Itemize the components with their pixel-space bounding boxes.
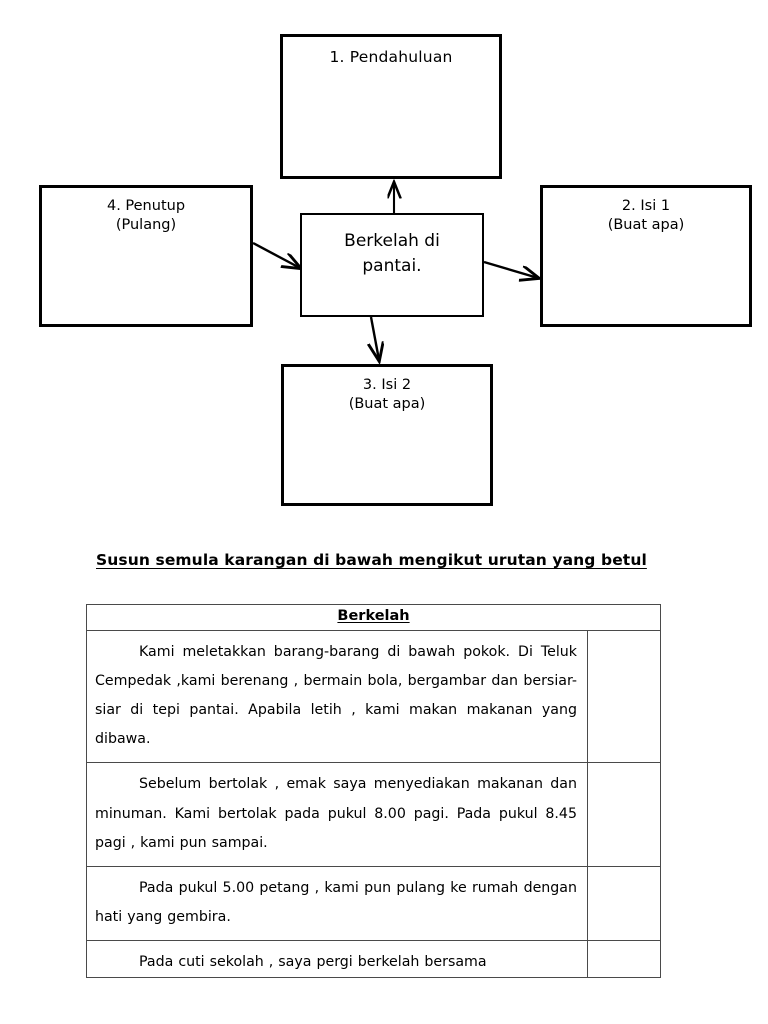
paragraph-text-1: Kami meletakkan barang-barang di bawah p…	[95, 644, 577, 748]
essay-ordering-table: Berkelah Kami meletakkan barang-barang d…	[85, 604, 662, 979]
diagram-node-pendahuluan-label: 1. Pendahuluan	[329, 48, 453, 66]
diagram-node-isi2: 3. Isi 2 (Buat apa)	[281, 364, 493, 506]
diagram-node-pendahuluan: 1. Pendahuluan	[280, 34, 502, 179]
paragraph-text-3: Pada pukul 5.00 petang , kami pun pulang…	[95, 879, 577, 925]
task-instruction-heading: Susun semula karangan di bawah mengikut …	[96, 551, 647, 569]
diagram-node-center-topic: Berkelah di pantai.	[300, 213, 484, 317]
arrow-center-to-isi1	[483, 260, 538, 278]
paragraph-cell-1: Kami meletakkan barang-barang di bawah p…	[86, 629, 588, 764]
diagram-node-isi1-label: 2. Isi 1 (Buat apa)	[607, 198, 685, 233]
diagram-node-isi1: 2. Isi 1 (Buat apa)	[540, 185, 752, 327]
table-title-row: Berkelah	[85, 604, 662, 631]
flow-diagram: 1. Pendahuluan 4. Penutup (Pulang) 2. Is…	[39, 34, 752, 506]
diagram-node-isi2-label: 3. Isi 2 (Buat apa)	[348, 377, 426, 412]
diagram-node-center-label: Berkelah di pantai.	[344, 231, 440, 276]
table-title: Berkelah	[337, 608, 410, 624]
answer-box-1[interactable]	[586, 629, 662, 764]
paragraph-cell-2: Sebelum bertolak , emak saya menyediakan…	[86, 762, 588, 867]
diagram-node-penutup: 4. Penutup (Pulang)	[39, 185, 253, 327]
paragraph-cell-3: Pada pukul 5.00 petang , kami pun pulang…	[86, 865, 588, 941]
table-row: Sebelum bertolak , emak saya menyediakan…	[86, 762, 662, 867]
table-row: Kami meletakkan barang-barang di bawah p…	[86, 629, 662, 764]
paragraph-text-2: Sebelum bertolak , emak saya menyediakan…	[95, 776, 577, 851]
table-row: Pada cuti sekolah , saya pergi berkelah …	[86, 939, 662, 979]
answer-box-2[interactable]	[586, 762, 662, 867]
diagram-node-penutup-label: 4. Penutup (Pulang)	[106, 198, 186, 233]
arrow-penutup-to-center	[252, 241, 300, 268]
table-row: Pada pukul 5.00 petang , kami pun pulang…	[86, 865, 662, 941]
paragraph-cell-4: Pada cuti sekolah , saya pergi berkelah …	[86, 939, 588, 979]
answer-box-4[interactable]	[586, 939, 662, 979]
paragraph-text-4: Pada cuti sekolah , saya pergi berkelah …	[139, 953, 487, 970]
answer-box-3[interactable]	[586, 865, 662, 941]
table-title-cell: Berkelah	[85, 604, 662, 631]
arrow-center-to-isi2	[371, 316, 379, 360]
